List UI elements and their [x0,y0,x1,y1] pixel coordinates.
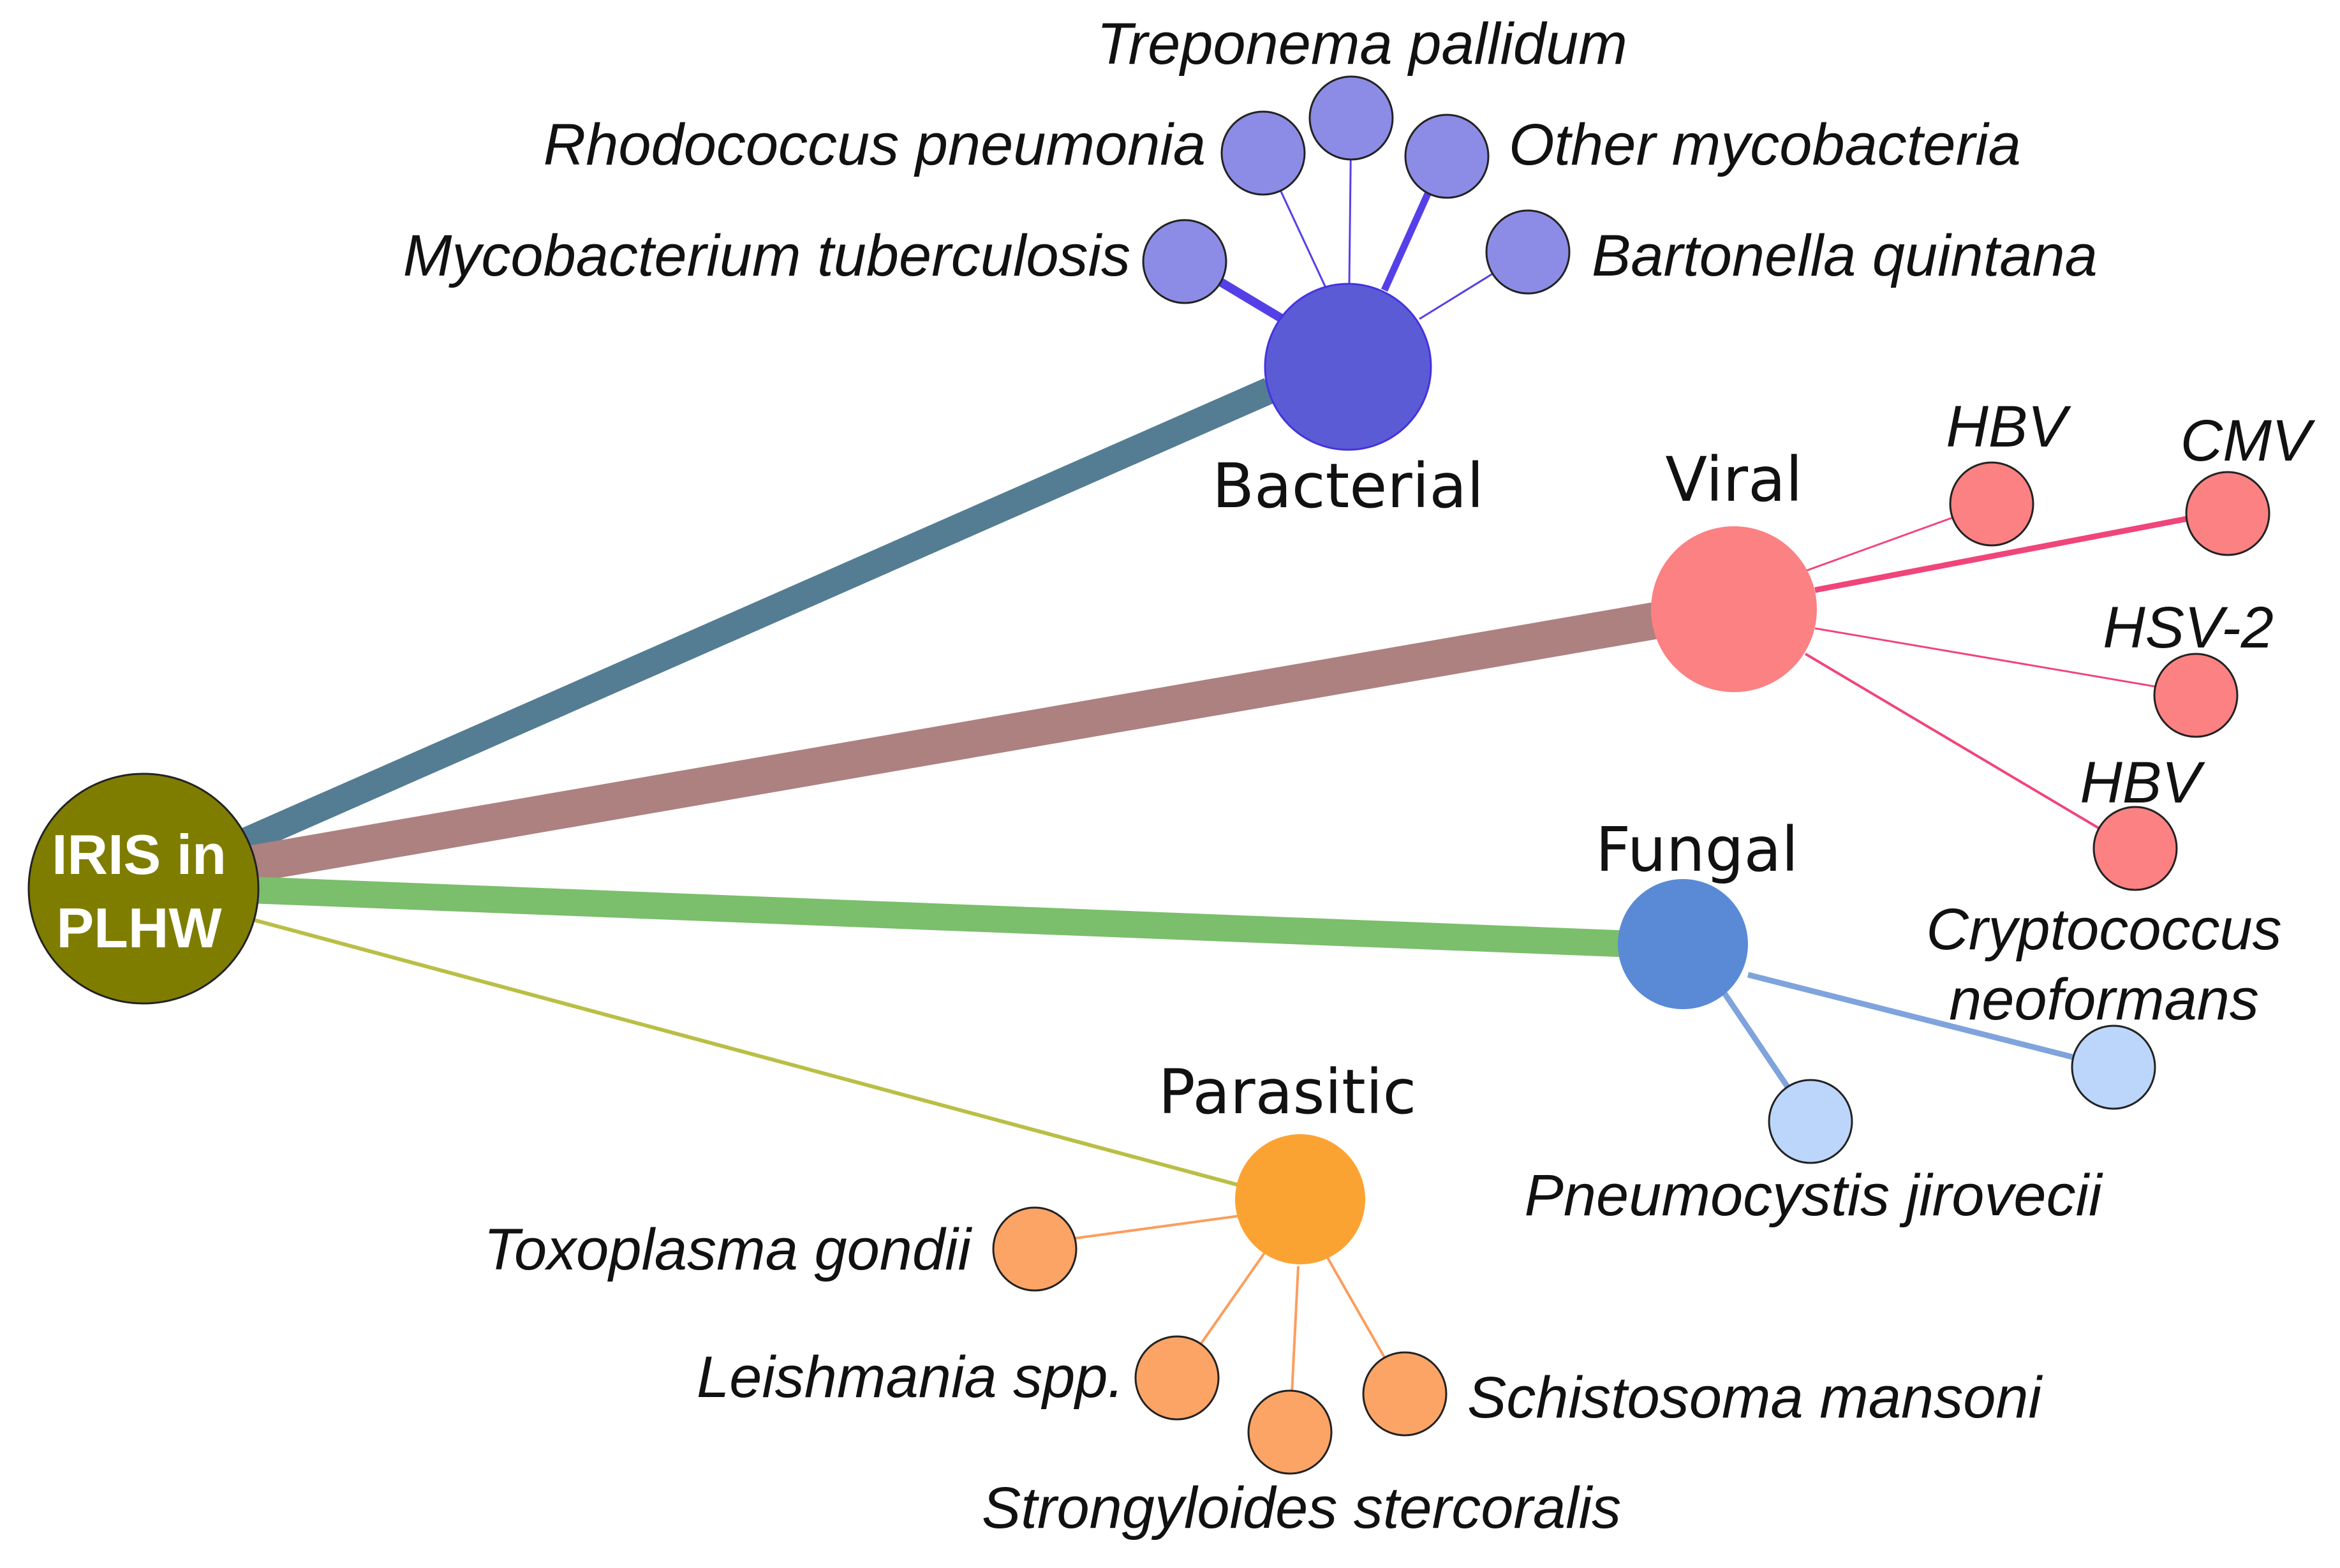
label-other-mycobacteria: Other mycobacteria [1509,112,2021,177]
node-mycobacterium-tuberculosis [1142,219,1227,304]
node-hbv-2 [2092,806,2178,891]
label-hsv-2: HSV-2 [2103,595,2274,660]
label-parasitic: Parasitic [1159,1056,1416,1128]
node-treponema-pallidum [1308,75,1394,161]
node-bacterial [1264,283,1432,451]
node-bartonella-quintana [1485,209,1571,295]
node-parasitic [1235,1134,1365,1264]
label-strongyloides-stercoralis: Strongyloides stercoralis [982,1476,1621,1541]
node-fungal [1618,879,1748,1009]
root-label-line2: PLHW [56,896,221,959]
edge-root-viral [246,597,1687,883]
label-leishmania-spp: Leishmania spp. [697,1345,1124,1410]
edge-viral-hsv2 [1814,627,2189,693]
label-cmv: CMV [2181,408,2316,473]
node-leishmania-spp [1134,1335,1220,1421]
label-hbv-1: HBV [1946,394,2071,459]
node-hsv-2 [2153,653,2239,738]
node-iris-in-plhw [27,773,260,1005]
label-fungal: Fungal [1596,814,1798,885]
label-toxoplasma-gondii: Toxoplasma gondii [484,1217,972,1282]
label-mycobacterium-tuberculosis: Mycobacterium tuberculosis [403,223,1130,288]
label-schistosoma-mansoni: Schistosoma mansoni [1467,1365,2043,1430]
node-viral [1651,526,1817,692]
edge-viral-cmv [1814,514,2198,593]
node-schistosoma-mansoni [1362,1351,1448,1437]
label-neoformans: neoformans [1949,967,2259,1032]
edge-root-bacterial [230,378,1275,858]
label-rhodococcus-pneumonia: Rhodococcus pneumonia [544,112,1206,177]
label-bartonella-quintana: Bartonella quintana [1592,223,2098,288]
root-label-line1: IRIS in [52,823,226,886]
label-viral: Viral [1665,444,1802,515]
node-rhodococcus-pneumonia [1220,110,1306,196]
node-cryptococcus-neoformans [2071,1024,2156,1110]
label-hbv-2: HBV [2080,750,2205,815]
node-other-mycobacteria [1404,114,1490,199]
edge-fungal-cryptococcus [1747,972,2119,1072]
edge-root-fungal [248,876,1634,958]
label-bacterial: Bacterial [1212,450,1484,522]
node-hbv-1 [1949,461,2034,547]
edge-root-parasitic [248,917,1245,1188]
node-toxoplasma-gondii [992,1206,1077,1292]
node-cmv [2185,471,2270,556]
label-treponema-pallidum: Treponema pallidum [1097,11,1627,77]
label-pneumocystis-jirovecii: Pneumocystis jirovecii [1525,1163,2104,1228]
node-strongyloides-stercoralis [1247,1389,1333,1475]
label-cryptococcus: Cryptococcus [1926,897,2281,962]
node-pneumocystis-jirovecii [1768,1079,1853,1164]
edge-viral-hbv-2 [1804,653,2129,847]
